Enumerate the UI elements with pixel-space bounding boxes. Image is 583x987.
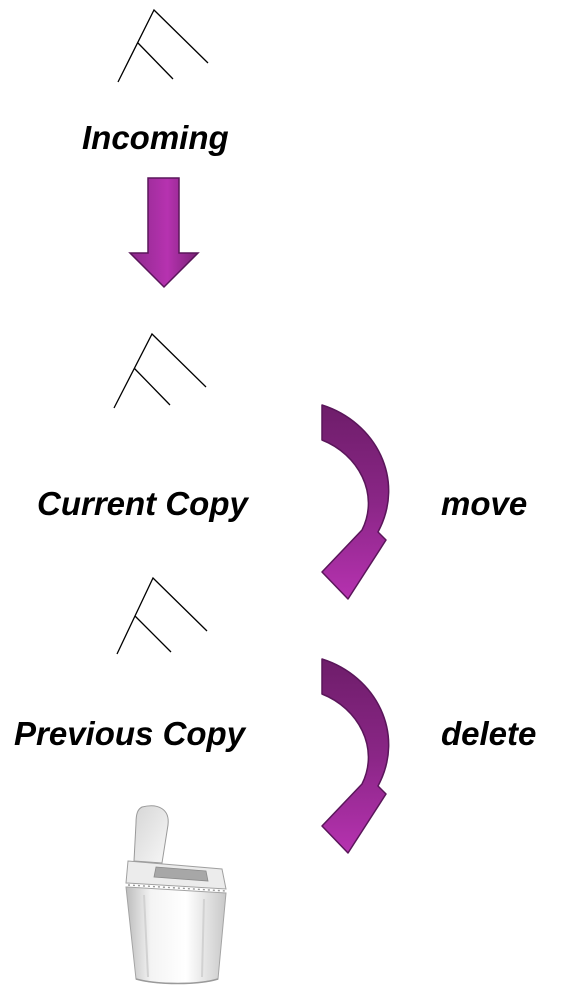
current-tree-icon bbox=[113, 332, 207, 409]
previous-copy-label: Previous Copy bbox=[14, 715, 246, 752]
incoming-tree-icon bbox=[117, 8, 209, 83]
delete-label: delete bbox=[441, 715, 537, 752]
previous-tree-icon bbox=[116, 576, 208, 655]
down-arrow-icon bbox=[128, 177, 200, 289]
incoming-label: Incoming bbox=[82, 119, 229, 156]
current-copy-label: Current Copy bbox=[37, 485, 248, 522]
delete-curved-arrow-icon bbox=[321, 658, 390, 854]
move-label: move bbox=[441, 485, 528, 522]
trash-can-icon bbox=[125, 805, 227, 985]
move-curved-arrow-icon bbox=[321, 404, 390, 600]
